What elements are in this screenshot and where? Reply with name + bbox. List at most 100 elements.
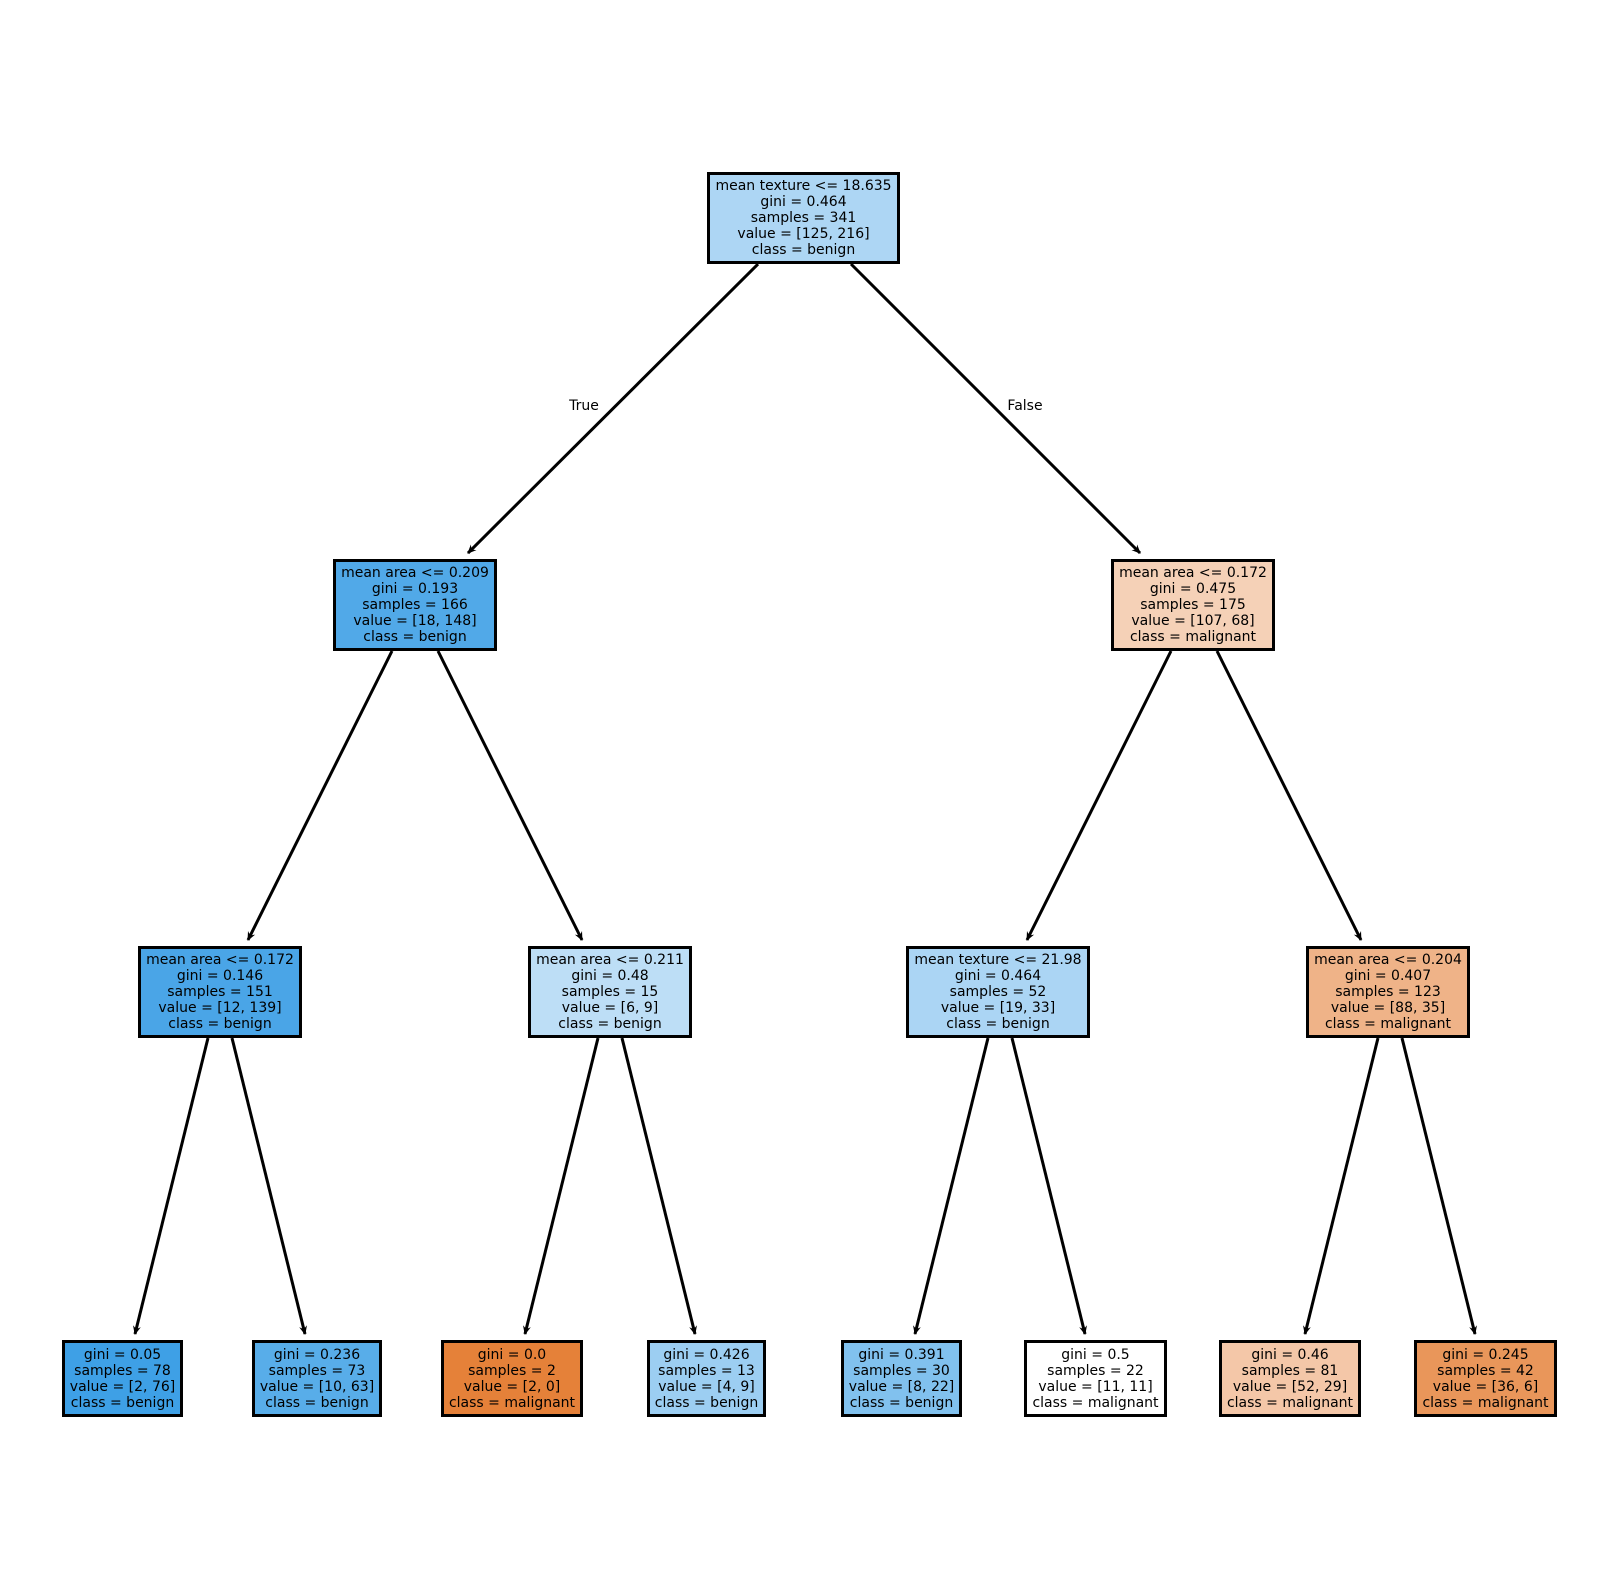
node-line: gini = 0.464 xyxy=(760,194,847,210)
node-line: value = [107, 68] xyxy=(1131,613,1255,629)
node-line: value = [10, 63] xyxy=(259,1378,375,1395)
node-line: gini = 0.464 xyxy=(954,968,1042,984)
node-line: samples = 22 xyxy=(1047,1362,1144,1379)
edge-n9-n10 xyxy=(913,1037,990,1335)
node-line: samples = 151 xyxy=(167,984,273,1000)
node-line: value = [8, 22] xyxy=(848,1378,955,1395)
node-line: gini = 0.245 xyxy=(1442,1346,1529,1363)
node-line: mean area <= 0.211 xyxy=(536,952,684,968)
edge-n5-n7 xyxy=(620,1037,697,1335)
node-line: value = [36, 6] xyxy=(1432,1378,1539,1395)
node-line: class = benign xyxy=(946,1016,1050,1032)
node-line: gini = 0.391 xyxy=(858,1346,945,1363)
node-line: class = malignant xyxy=(1226,1394,1354,1411)
edge-n0-n1 xyxy=(466,262,760,555)
node-line: mean texture <= 21.98 xyxy=(914,952,1082,968)
node-line: value = [88, 35] xyxy=(1330,1000,1446,1016)
node-line: value = [52, 29] xyxy=(1232,1378,1348,1395)
node-line: class = benign xyxy=(751,242,856,258)
node-line: mean area <= 0.204 xyxy=(1314,952,1462,968)
node-line: samples = 175 xyxy=(1140,597,1246,613)
node-line: class = malignant xyxy=(1324,1016,1452,1032)
node-line: class = benign xyxy=(70,1394,175,1411)
node-line: gini = 0.407 xyxy=(1344,968,1432,984)
node-line: value = [4, 9] xyxy=(658,1378,755,1395)
node-line: class = malignant xyxy=(1422,1394,1549,1411)
node-line: class = benign xyxy=(849,1394,954,1411)
node-line: value = [2, 76] xyxy=(69,1378,176,1395)
edge-label-true: True xyxy=(569,398,599,414)
node-line: samples = 52 xyxy=(949,984,1047,1000)
node-line: samples = 13 xyxy=(658,1362,755,1379)
node-line: value = [125, 216] xyxy=(737,226,870,242)
node-line: gini = 0.46 xyxy=(1251,1346,1329,1363)
edge-n5-n6 xyxy=(523,1037,600,1335)
node-line: gini = 0.426 xyxy=(663,1346,750,1363)
node-line: samples = 73 xyxy=(268,1362,366,1379)
edge-n8-n12 xyxy=(1215,650,1363,941)
edge-n0-n8 xyxy=(849,262,1142,555)
node-line: samples = 341 xyxy=(750,210,857,226)
node-line: class = benign xyxy=(363,629,467,645)
node-line: value = [6, 9] xyxy=(561,1000,659,1016)
node-line: samples = 123 xyxy=(1335,984,1441,1000)
node-line: samples = 30 xyxy=(853,1362,950,1379)
node-line: value = [18, 148] xyxy=(353,613,477,629)
node-line: value = [12, 139] xyxy=(158,1000,282,1016)
node-line: value = [19, 33] xyxy=(940,1000,1056,1016)
node-line: mean area <= 0.209 xyxy=(341,565,489,581)
node-line: gini = 0.5 xyxy=(1061,1346,1130,1363)
node-line: value = [11, 11] xyxy=(1038,1378,1153,1395)
node-line: class = benign xyxy=(558,1016,662,1032)
node-line: value = [2, 0] xyxy=(463,1378,561,1395)
node-line: gini = 0.48 xyxy=(571,968,649,984)
node-line: gini = 0.475 xyxy=(1149,581,1237,597)
node-line: mean texture <= 18.635 xyxy=(715,178,892,194)
node-line: class = malignant xyxy=(448,1394,576,1411)
node-line: samples = 166 xyxy=(362,597,468,613)
node-line: class = benign xyxy=(265,1394,369,1411)
edge-n12-n14 xyxy=(1400,1037,1477,1335)
node-line: class = malignant xyxy=(1129,629,1257,645)
edge-n8-n9 xyxy=(1025,650,1173,941)
edge-label-false: False xyxy=(1007,398,1043,414)
node-line: gini = 0.0 xyxy=(477,1346,547,1363)
node-line: mean area <= 0.172 xyxy=(1119,565,1267,581)
node-line: samples = 2 xyxy=(468,1362,556,1379)
node-line: class = malignant xyxy=(1032,1394,1159,1411)
node-line: class = benign xyxy=(654,1394,759,1411)
edge-n2-n3 xyxy=(133,1037,210,1335)
edge-n1-n2 xyxy=(246,650,394,941)
node-line: gini = 0.05 xyxy=(83,1346,162,1363)
edge-n1-n5 xyxy=(436,650,584,941)
edge-n9-n11 xyxy=(1010,1037,1087,1335)
node-line: samples = 81 xyxy=(1241,1362,1339,1379)
edge-n12-n13 xyxy=(1303,1037,1380,1335)
edge-n2-n4 xyxy=(230,1037,307,1335)
node-line: samples = 42 xyxy=(1437,1362,1534,1379)
node-line: gini = 0.146 xyxy=(176,968,264,984)
node-line: gini = 0.236 xyxy=(273,1346,361,1363)
node-line: samples = 78 xyxy=(74,1362,171,1379)
node-line: class = benign xyxy=(168,1016,272,1032)
node-line: samples = 15 xyxy=(561,984,659,1000)
node-line: gini = 0.193 xyxy=(371,581,459,597)
node-line: mean area <= 0.172 xyxy=(146,952,294,968)
